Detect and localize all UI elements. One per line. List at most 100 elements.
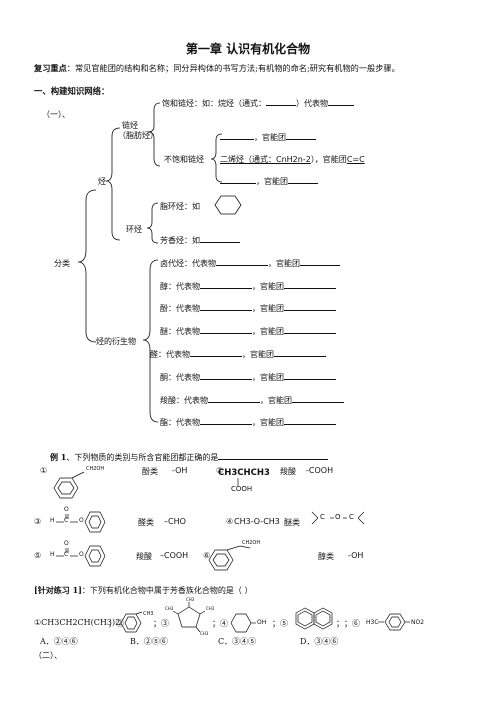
practice-option-3-methyl: CH3	[200, 631, 209, 636]
deriv-group-blank	[274, 349, 326, 357]
saturated-chain-line: 饱和链烃：如：烷烃（通式： ）代表物	[162, 98, 354, 109]
diene-formula: CnH2n-2	[276, 155, 311, 164]
deriv-group-text: ，官能团	[260, 396, 292, 405]
practice-option-2-methyl: CH3	[143, 611, 154, 617]
page-title: 第一章 认识有机化合物	[185, 42, 311, 56]
deriv-group-blank	[284, 372, 336, 380]
ex1-item3-group: –CHO	[164, 517, 186, 526]
practice-option-5-num: ；⑤	[272, 619, 288, 628]
deriv-group-text: ，官能团	[268, 259, 300, 268]
part-one-label: （一）、	[42, 110, 70, 119]
deriv-name: 醚：代表物	[160, 327, 200, 336]
deriv-row: 醛：代表物 ，官能团	[150, 349, 326, 360]
tree-aliphatic-label: （脂肪烃）	[118, 131, 158, 140]
section-knowledge-network: 一、构建知识网络：	[34, 86, 110, 96]
alkene-blank	[220, 132, 254, 140]
ex1-item4-c1: C	[320, 513, 325, 521]
ex1-item3-class: 醛类	[138, 518, 154, 527]
ex1-item3-h: H	[50, 517, 55, 524]
deriv-name: 醛：代表物	[150, 350, 190, 359]
deriv-row: 酯：代表物，官能团	[160, 417, 336, 428]
alicyclic-label: 脂环烃：如	[160, 202, 200, 211]
ex1-item-num: ⑥	[203, 551, 211, 560]
alkyne-blank	[220, 176, 256, 184]
deriv-group-text: ，官能团	[242, 350, 274, 359]
ex1-item3-ester-o: O	[79, 517, 84, 524]
ex1-item-num: ①	[40, 466, 48, 475]
example-1-question: 例 1、下列物质的类别与所含官能团都正确的是	[50, 452, 329, 463]
choice-a: A．②④⑥	[40, 637, 78, 646]
deriv-group-blank	[284, 326, 336, 334]
practice-option-6-nitro: NO2	[411, 619, 425, 626]
naphthalene-right-ring	[313, 607, 333, 630]
practice-option-3-methyl: CH3	[186, 597, 195, 602]
practice-option-4-hydroxyl: OH	[257, 619, 267, 626]
practice-option-5-sep: ；	[336, 619, 344, 628]
deriv-example-blank	[216, 258, 268, 266]
saturated-chain-end: ）代表物	[296, 99, 328, 108]
aromatic-line: 芳香烃：如	[160, 235, 240, 246]
practice-option-6-num: ；⑥	[344, 619, 360, 628]
deriv-group-text: ，官能团	[252, 373, 284, 382]
ex1-item4-formula: CH3-O-CH3	[234, 517, 280, 526]
benzene-ring-3	[84, 511, 106, 533]
ex1-item2-group: -COOH	[306, 466, 334, 475]
deriv-group-blank	[284, 417, 336, 425]
ex1-item2-class: 羧酸	[280, 467, 296, 476]
deriv-group-blank	[292, 395, 344, 403]
deriv-name: 酮：代表物	[160, 373, 200, 382]
alkyne-line: ，官能团	[220, 176, 318, 187]
deriv-group-blank	[284, 281, 336, 289]
practice-1-label: [针对练习 1]	[34, 585, 82, 595]
ex1-item3-c: C	[64, 517, 69, 524]
deriv-example-blank	[200, 303, 252, 311]
deriv-example-blank	[200, 281, 252, 289]
diene-group: C=C	[346, 155, 365, 164]
tree-cyclic-hydrocarbon: 环烃	[126, 225, 142, 234]
practice-option-1: ①CH3CH2CH(CH3)2	[34, 618, 121, 627]
tree-hydrocarbon-label: 烃	[98, 177, 106, 186]
alkene-line: ，官能团	[220, 132, 316, 143]
ex1-item5-carbonyl-o: O	[64, 540, 69, 547]
benzene-ring-5	[84, 545, 106, 567]
ex1-item3-carbonyl-o: O	[64, 506, 69, 513]
practice-option-4-num: ；④	[212, 619, 228, 628]
choice-c: C．③④⑤	[218, 637, 257, 646]
alkane-example-blank	[328, 98, 354, 106]
ex1-item2-carboxyl: COOH	[231, 485, 253, 493]
tree-chain-hydrocarbon: 链烃	[122, 121, 138, 130]
aromatic-blank	[200, 235, 240, 243]
practice-1-text: ：下列有机化合物中属于芳香族化合物的是（ ）	[81, 586, 253, 595]
deriv-group-blank	[300, 258, 340, 266]
deriv-group-text: ，官能团	[252, 282, 284, 291]
ex1-item5-c: C	[64, 551, 69, 558]
tree-derivatives-label: 烃的衍生物	[96, 337, 136, 346]
deriv-example-blank	[200, 417, 252, 425]
deriv-name: 羧酸：代表物	[160, 396, 208, 405]
deriv-example-blank	[200, 326, 252, 334]
practice-option-3-num: ；③	[153, 619, 169, 628]
ex1-item5-ester-o: O	[79, 551, 84, 558]
deriv-group-text: ，官能团	[252, 327, 284, 336]
choice-d: D．③④⑥	[300, 637, 339, 646]
ex1-item-num: ③	[34, 517, 42, 526]
deriv-group-text: ，官能团	[252, 418, 284, 427]
choice-b: B．②⑤⑥	[130, 637, 168, 646]
tree-classification-label: 分类	[54, 259, 70, 268]
ex1-item1-class: 酚类	[142, 467, 158, 476]
practice-option-3-methyl: CH3	[206, 606, 215, 611]
deriv-group-text: ，官能团	[252, 304, 284, 313]
aromatic-label: 芳香烃：如	[160, 236, 200, 245]
alkyne-group-text: ，官能团	[256, 177, 288, 186]
tree-unsaturated-label: 不饱和链烃	[164, 155, 204, 164]
ex1-item2-formula: CH3CHCH3	[218, 468, 270, 478]
cyclopentane-ring	[177, 606, 201, 628]
ex1-item1-substituent: CH2OH	[86, 466, 105, 472]
saturated-chain-text: 饱和链烃：如：烷烃（通式：	[162, 99, 266, 108]
review-points: 复习重点：常见官能团的结构和名称；同分异构体的书写方法;有机物的命名;研究有机物…	[34, 62, 400, 74]
ex1-item4-o: O	[335, 513, 341, 521]
deriv-row: 醇：代表物，官能团	[160, 281, 336, 292]
deriv-row: 酚：代表物，官能团	[160, 303, 336, 314]
deriv-example-blank	[208, 395, 260, 403]
